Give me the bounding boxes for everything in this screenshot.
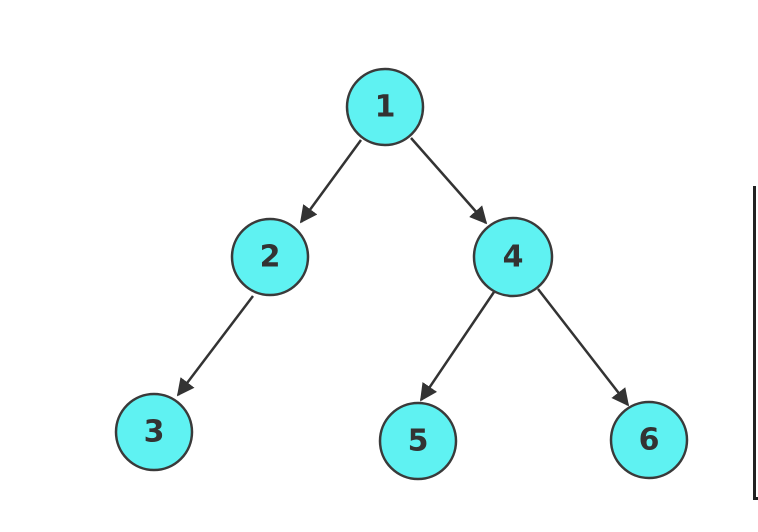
node-5-label: 5 (408, 424, 429, 459)
edge-1-to-4 (410, 137, 488, 225)
edge-2-to-3 (176, 295, 254, 397)
node-6-circle (609, 400, 689, 480)
tree-node-3: 3 (114, 392, 194, 472)
edge-4-to-6 (537, 288, 630, 407)
partial-frame-border (753, 186, 758, 500)
node-2-circle (230, 217, 310, 297)
tree-node-2: 2 (230, 217, 310, 297)
tree-node-5: 5 (378, 401, 458, 481)
node-1-circle (345, 67, 425, 147)
tree-node-4: 4 (472, 216, 554, 298)
node-3-circle (114, 392, 194, 472)
tree-node-1: 1 (345, 67, 425, 147)
node-1-label: 1 (375, 90, 396, 125)
node-3-label: 3 (144, 415, 165, 450)
node-6-label: 6 (639, 423, 660, 458)
tree-node-6: 6 (609, 400, 689, 480)
edge-1-to-2 (299, 139, 363, 224)
node-2-label: 2 (260, 240, 281, 275)
node-4-circle (472, 216, 554, 298)
node-5-circle (378, 401, 458, 481)
node-4-label: 4 (503, 240, 524, 275)
edge-4-to-5 (419, 291, 496, 402)
